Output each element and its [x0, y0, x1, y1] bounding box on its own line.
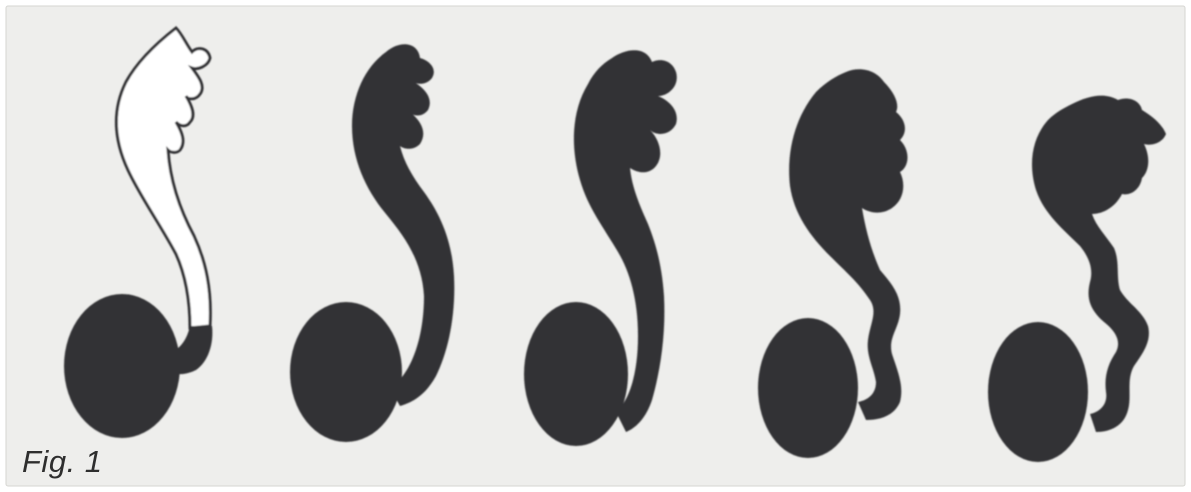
stage-4-seed [758, 318, 858, 458]
stage-3-seed [524, 302, 628, 446]
figure-caption: Fig. 1 [22, 444, 103, 480]
stage-5-seed [988, 322, 1088, 462]
stage-1-seed [64, 294, 180, 438]
stage-2-seed [290, 302, 402, 442]
